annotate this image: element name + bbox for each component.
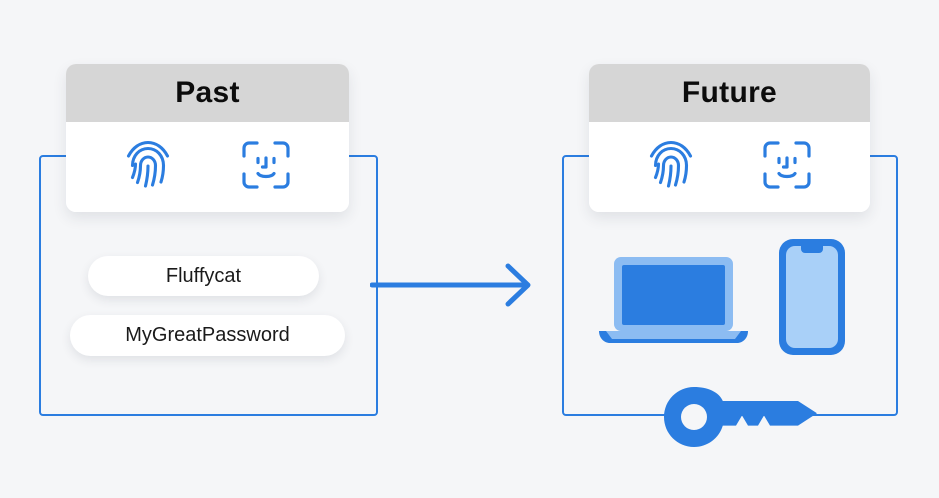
fingerprint-icon	[124, 137, 172, 198]
past-card-body	[66, 122, 349, 212]
past-card: Past	[66, 64, 349, 212]
future-card: Future	[589, 64, 870, 212]
credential-label: MyGreatPassword	[125, 324, 290, 346]
fingerprint-icon	[647, 137, 695, 198]
past-card-header: Past	[66, 64, 349, 122]
face-id-icon	[241, 140, 291, 195]
smartphone-icon	[776, 236, 848, 363]
past-title: Past	[175, 76, 240, 109]
face-id-icon	[762, 140, 812, 195]
future-title: Future	[681, 76, 778, 109]
future-card-body	[589, 122, 870, 212]
credential-label: Fluffycat	[165, 264, 242, 287]
credential-pill: MyGreatPassword	[70, 315, 345, 356]
credential-pill: Fluffycat	[88, 256, 319, 296]
key-icon	[663, 386, 819, 453]
future-card-header: Future	[589, 64, 870, 122]
laptop-icon	[596, 255, 751, 350]
arrow-right-icon	[369, 255, 540, 320]
